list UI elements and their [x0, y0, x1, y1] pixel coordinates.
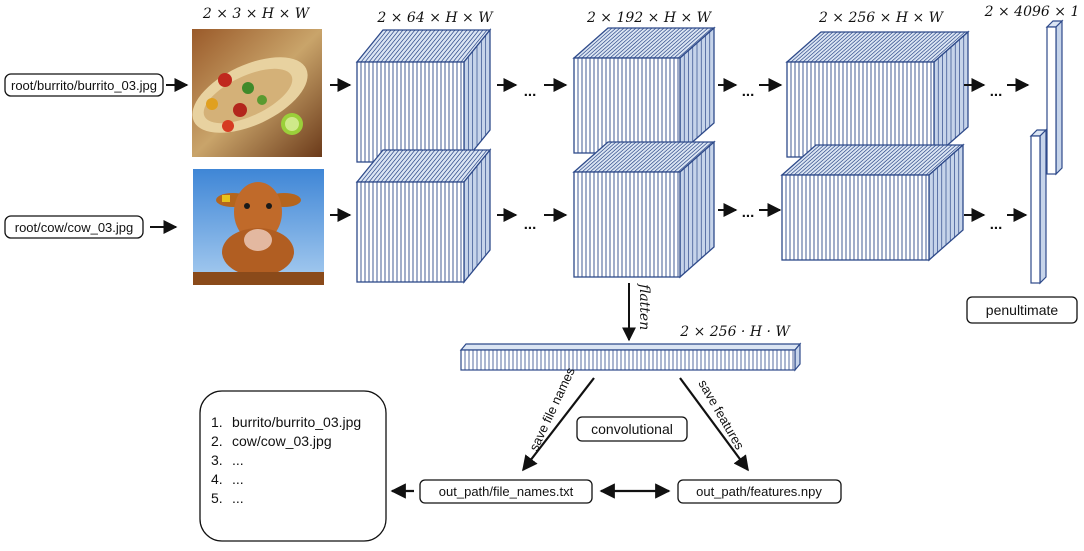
dim-flat-label: 2 × 256 · H · W — [679, 324, 791, 340]
file-list-number: 2. — [211, 433, 223, 449]
input-path-cow-text: root/cow/cow_03.jpg — [15, 220, 134, 235]
dim-penult-label: 2 × 4096 × 1 — [984, 4, 1080, 20]
file-list-item: burrito/burrito_03.jpg — [232, 414, 361, 430]
file-list-box — [199, 390, 387, 542]
dim-input-label: 2 × 3 × H × W — [202, 6, 311, 22]
ellipsis-3: ... — [990, 83, 1003, 100]
ellipsis-2: ... — [742, 83, 755, 100]
feature-blocks — [355, 26, 970, 284]
file-list-number: 5. — [211, 490, 223, 506]
ellipsis-6: ... — [990, 216, 1003, 233]
file-list-item: ... — [232, 452, 244, 468]
file-names-output-box: out_path/file_names.txt — [419, 479, 593, 504]
dim-layer1-label: 2 × 64 × H × W — [376, 10, 494, 26]
flatten-label: flatten — [636, 283, 652, 330]
cow-image — [193, 169, 324, 285]
convolutional-label-box: convolutional — [576, 416, 688, 442]
features-output-text: out_path/features.npy — [696, 484, 822, 499]
input-path-cow: root/cow/cow_03.jpg — [4, 215, 144, 239]
ellipsis-4: ... — [524, 216, 537, 233]
input-path-burrito: root/burrito/burrito_03.jpg — [4, 73, 164, 97]
ellipsis-5: ... — [742, 204, 755, 221]
penultimate-label: penultimate — [986, 302, 1059, 318]
file-list-item: ... — [232, 490, 244, 506]
features-output-box: out_path/features.npy — [677, 479, 842, 504]
convolutional-label: convolutional — [591, 421, 673, 437]
file-names-output-text: out_path/file_names.txt — [439, 484, 574, 499]
input-path-burrito-text: root/burrito/burrito_03.jpg — [11, 78, 157, 93]
dim-layer3-label: 2 × 256 × H × W — [818, 10, 945, 26]
dim-layer2-label: 2 × 192 × H × W — [586, 10, 713, 26]
burrito-image — [192, 29, 322, 157]
save-features-label: save features — [695, 377, 747, 453]
feature-block-3-top — [785, 30, 970, 159]
file-list-number: 3. — [211, 452, 223, 468]
file-list-item: ... — [232, 471, 244, 487]
penultimate-vector-1 — [1045, 19, 1064, 176]
file-list-item: cow/cow_03.jpg — [232, 433, 332, 449]
feature-block-1-top — [355, 28, 492, 164]
feature-block-3-bottom — [780, 143, 965, 262]
feature-block-2-top — [572, 26, 716, 155]
file-list-number: 4. — [211, 471, 223, 487]
penultimate-label-box: penultimate — [966, 296, 1078, 324]
file-list: 1. burrito/burrito_03.jpg 2. cow/cow_03.jpg… — [211, 414, 361, 506]
feature-block-1-bottom — [355, 148, 492, 284]
flattened-vector — [459, 342, 802, 372]
file-list-number: 1. — [211, 414, 223, 430]
feature-block-2-bottom — [572, 140, 716, 279]
penultimate-vector-2 — [1029, 128, 1048, 285]
ellipsis-1: ... — [524, 83, 537, 100]
